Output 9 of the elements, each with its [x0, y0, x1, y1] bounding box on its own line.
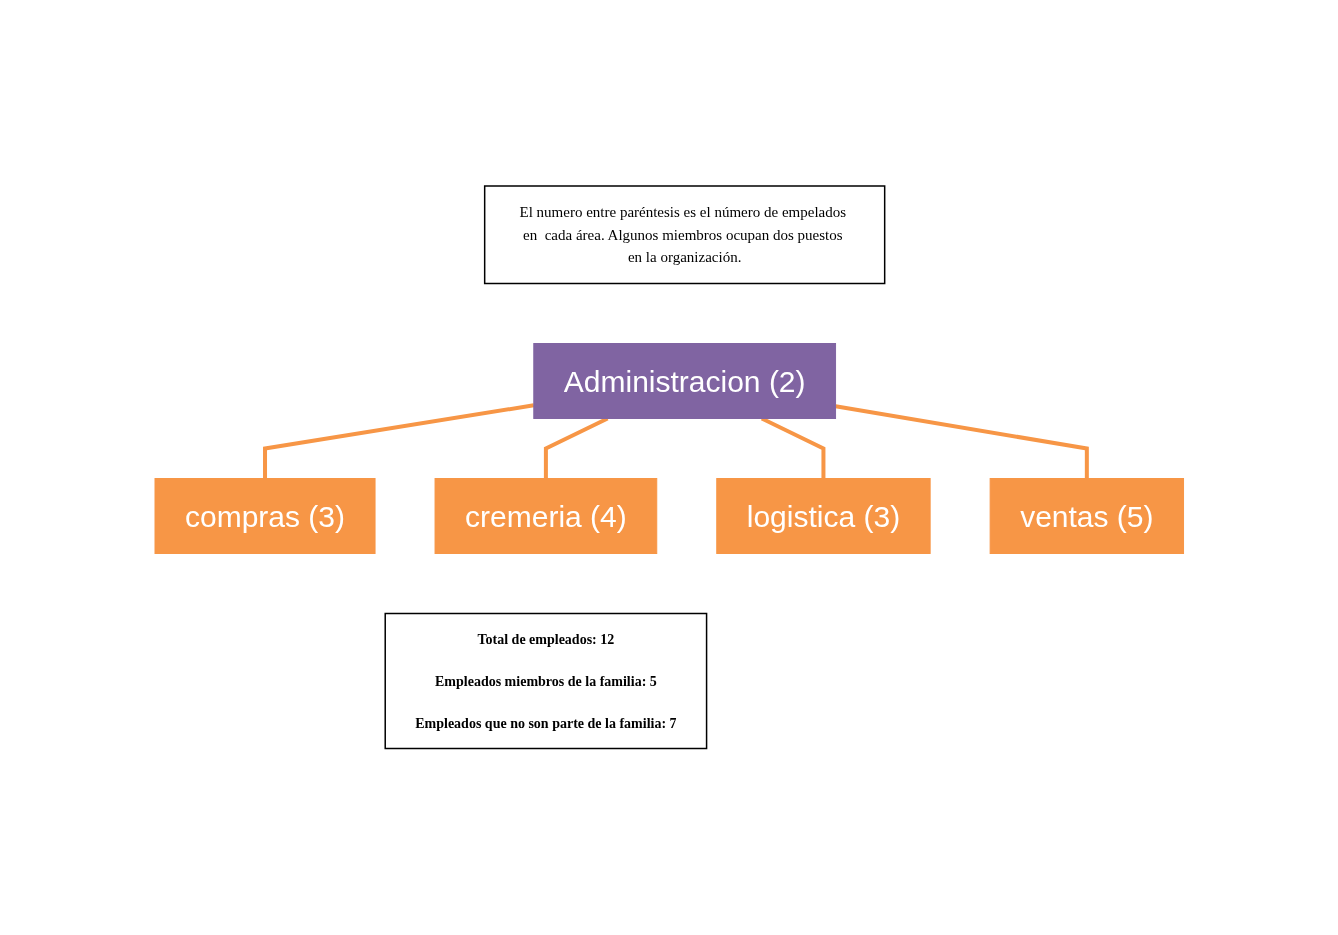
node-box: Total de empleados: 12 Empleados miembros de la familia: 5 Empleados que no son parte de la familia: 7 — [384, 613, 708, 750]
node-box: compras (3) — [154, 478, 376, 555]
node-box: El numero entre paréntesis es el número de empelados en cada área. Algunos miembros ocupan dos puestos en la organización. — [483, 185, 886, 285]
node-box: ventas (5) — [989, 478, 1184, 555]
connector — [834, 404, 1089, 479]
node-box: cremeria (4) — [434, 478, 657, 555]
node-box: logistica (3) — [716, 478, 931, 555]
node-box: Administracion (2) — [533, 343, 836, 420]
connector — [262, 403, 534, 479]
